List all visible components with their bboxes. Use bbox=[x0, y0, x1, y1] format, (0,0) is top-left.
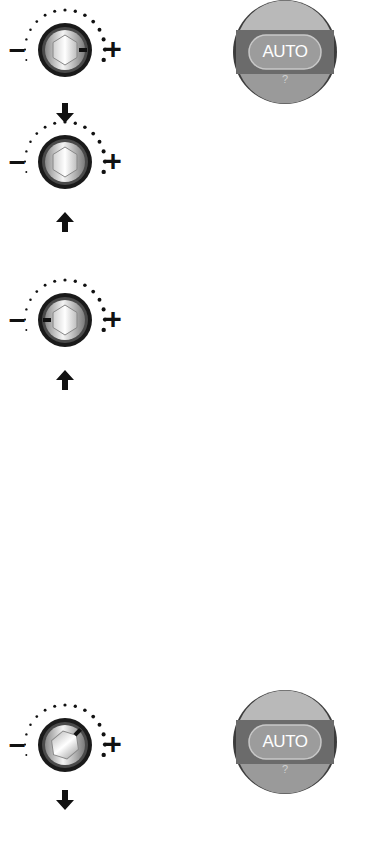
scale-dot bbox=[25, 754, 27, 756]
scale-dot bbox=[53, 10, 56, 13]
scale-dot bbox=[98, 723, 102, 727]
scale-dot bbox=[44, 126, 47, 129]
plus-sign: + bbox=[104, 729, 122, 759]
scale-dot bbox=[53, 122, 56, 125]
auto-button: AUTO? bbox=[233, 690, 337, 794]
scale-dot bbox=[53, 280, 56, 283]
scale-dot bbox=[35, 715, 38, 718]
scale-dot bbox=[29, 299, 32, 302]
scale-dot bbox=[91, 132, 95, 136]
scale-dot bbox=[44, 284, 47, 287]
scale-dot bbox=[83, 14, 87, 18]
scale-dot bbox=[74, 705, 77, 708]
scale-dot bbox=[63, 8, 66, 11]
scale-dot bbox=[29, 141, 32, 144]
scale-dot bbox=[74, 10, 77, 13]
scale-dot bbox=[74, 280, 77, 283]
knob bbox=[38, 135, 92, 189]
help-mark: ? bbox=[233, 72, 337, 86]
scale-dot bbox=[25, 733, 27, 735]
scale-dot bbox=[91, 290, 95, 294]
minus-sign: – bbox=[9, 304, 26, 334]
scale-dot bbox=[29, 29, 32, 32]
scale-dot bbox=[25, 38, 27, 40]
knob bbox=[38, 718, 92, 772]
scale-dot bbox=[53, 705, 56, 708]
scale-dot bbox=[44, 709, 47, 712]
scale-dot bbox=[83, 709, 87, 713]
scale-dot bbox=[74, 122, 77, 125]
scale-dot bbox=[25, 150, 27, 152]
button-label: AUTO bbox=[233, 730, 337, 754]
knob bbox=[38, 293, 92, 347]
scale-dot bbox=[44, 14, 47, 17]
scale-dot bbox=[35, 290, 38, 293]
minus-sign: – bbox=[9, 34, 26, 64]
knob bbox=[38, 23, 92, 77]
scale-dot bbox=[35, 20, 38, 23]
minus-sign: – bbox=[9, 146, 26, 176]
scale-dot bbox=[25, 171, 27, 173]
scale-dot bbox=[25, 329, 27, 331]
button-label: AUTO bbox=[233, 40, 337, 64]
help-mark: ? bbox=[233, 762, 337, 776]
plus-sign: + bbox=[104, 34, 122, 64]
plus-sign: + bbox=[104, 146, 122, 176]
arrow-up bbox=[56, 370, 74, 390]
arrow-down bbox=[56, 103, 74, 123]
scale-dot bbox=[98, 140, 102, 144]
scale-dot bbox=[63, 703, 66, 706]
scale-dot bbox=[35, 132, 38, 135]
scale-dot bbox=[83, 284, 87, 288]
minus-sign: – bbox=[9, 729, 26, 759]
scale-dot bbox=[83, 126, 87, 130]
scale-dot bbox=[25, 59, 27, 61]
scale-dot bbox=[91, 715, 95, 719]
arrow-up bbox=[56, 212, 74, 232]
arrow-down bbox=[56, 790, 74, 810]
scale-dot bbox=[63, 278, 66, 281]
scale-dot bbox=[98, 298, 102, 302]
scale-dot bbox=[25, 308, 27, 310]
scale-dot bbox=[91, 20, 95, 24]
scale-dot bbox=[29, 724, 32, 727]
auto-button: AUTO? bbox=[233, 0, 337, 104]
scale-dot bbox=[98, 28, 102, 32]
plus-sign: + bbox=[104, 304, 122, 334]
